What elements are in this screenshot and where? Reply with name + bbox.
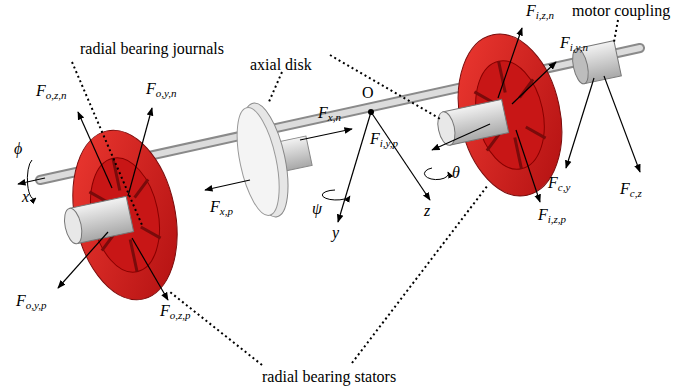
symbol-label: Fx,n: [318, 104, 341, 122]
part-label: axial disk: [250, 56, 312, 74]
symbol-label: Fi,y,n: [560, 34, 588, 52]
symbol-label: Fc,z: [620, 180, 642, 198]
symbol-label: Fc,y: [548, 174, 570, 192]
symbol-label: θ: [452, 164, 460, 182]
symbol-label: Fo,z,n: [36, 82, 67, 100]
symbol-label: Fi,z,n: [526, 2, 554, 20]
symbol-label: Fx,p: [210, 198, 233, 216]
symbol-label: Fi,z,p: [538, 206, 566, 224]
symbol-label: Fo,z,p: [160, 302, 191, 320]
part-label: motor coupling: [572, 2, 670, 20]
part-label: radial bearing stators: [262, 368, 396, 386]
symbol-label: ψ: [312, 200, 322, 218]
symbol-label: ϕ: [14, 140, 22, 158]
symbol-label: Fo,y,n: [146, 80, 177, 98]
part-label: O: [362, 84, 374, 102]
symbol-label: Fo,y,p: [16, 292, 47, 310]
symbol-label: x: [22, 188, 29, 206]
part-label: radial bearing journals: [80, 40, 224, 58]
symbol-label: z: [424, 202, 430, 220]
symbol-label: y: [332, 224, 339, 242]
symbol-label: Fi,y,p: [370, 130, 398, 148]
